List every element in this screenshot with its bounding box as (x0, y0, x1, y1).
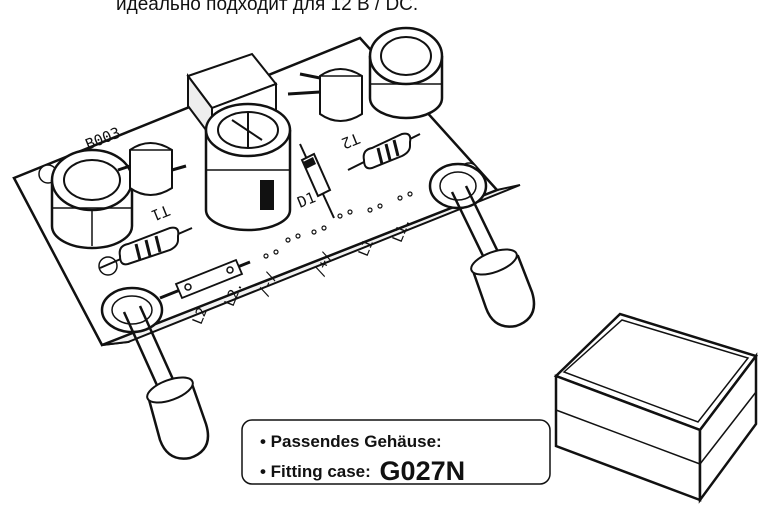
capacitor-right (368, 26, 444, 120)
transistor-t1 (117, 142, 187, 196)
solder-pads (263, 191, 413, 259)
caption-text: идеально подходит для 12 В / DC. (116, 0, 419, 15)
case-code: G027N (379, 456, 466, 486)
callout-box (241, 419, 551, 485)
callout-line-english-text: • Fitting case: (260, 462, 371, 481)
diode-label: D1 (295, 188, 318, 211)
led-left (100, 286, 210, 460)
callout-line-german: • Passendes Gehäuse: (260, 432, 442, 451)
resistor-left (99, 226, 193, 269)
diode-d1 (299, 143, 335, 219)
enclosure-box (553, 312, 759, 504)
transistor-2-label: T2 (339, 129, 362, 152)
fitting-case-callout: • Passendes Gehäuse: • Fitting case: G02… (242, 420, 492, 486)
resistor-r6-footprint (159, 258, 251, 300)
transistor-t2 (287, 68, 363, 122)
led-right (428, 162, 536, 328)
callout-line-english: • Fitting case: G027N (260, 456, 465, 487)
resistor-r4 (347, 132, 421, 171)
transistor-1-label: T1 (149, 201, 172, 224)
capacitor-center (204, 102, 292, 232)
pad-l1-label: L1 (356, 237, 377, 259)
capacitor-left (50, 148, 134, 250)
pad-l2b-label: L2 (190, 305, 211, 327)
